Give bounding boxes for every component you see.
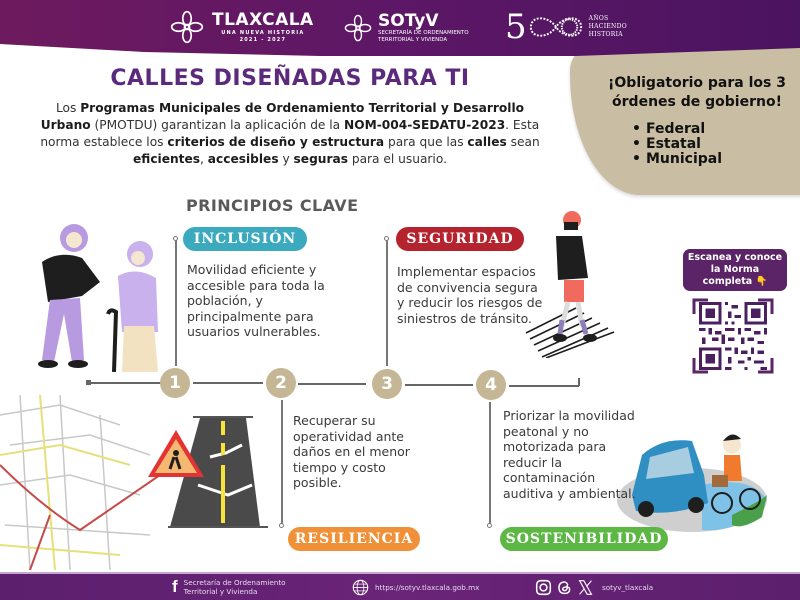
car-bicycle-illustration [617, 434, 767, 532]
connector-line-3 [386, 239, 388, 366]
anniversary-number: 5 [505, 7, 527, 47]
intro-text: . Esta norma establece los [40, 118, 540, 149]
connector-dot [487, 523, 492, 528]
qr-code-icon[interactable] [699, 302, 767, 370]
qr-callout: Escanea y conoce la Norma completa 👇 [683, 249, 787, 291]
list-item-estatal: Estatal [632, 137, 722, 152]
connector-line-2 [281, 400, 283, 526]
page-title: CALLES DISEÑADAS PARA TI [110, 66, 470, 91]
flower-emblem-icon [170, 10, 204, 44]
timeline-segment [193, 382, 263, 384]
footer-facebook[interactable]: f Secretaría de Ordenamiento Territorial… [172, 574, 286, 600]
anniversary-line1: AÑOS [588, 15, 609, 22]
facebook-line1: Secretaría de Ordenamiento [183, 578, 286, 587]
timeline-segment [90, 382, 162, 384]
flower-emblem-icon [344, 14, 372, 42]
principle-pill-sostenibilidad: SOSTENIBILIDAD [500, 527, 668, 551]
timeline-node-1: 1 [160, 368, 190, 398]
intro-paragraph: Los Programas Municipales de Ordenamient… [40, 100, 540, 168]
facebook-icon[interactable]: f [172, 577, 178, 596]
sotyv-line1: SECRETARÍA DE ORDENAMIENTO [378, 30, 469, 36]
timeline-end-marker [578, 378, 580, 386]
qr-frame [692, 298, 774, 374]
website-url[interactable]: https://sotyv.tlaxcala.gob.mx [375, 582, 480, 592]
principle-description-inclusion: Movilidad eficiente y accesible para tod… [187, 262, 325, 339]
timeline-node-2: 2 [266, 368, 296, 398]
instagram-icon[interactable] [535, 579, 552, 596]
footer-website[interactable]: https://sotyv.tlaxcala.gob.mx [352, 574, 479, 600]
sotyv-name: SOTyV [378, 11, 439, 31]
tlaxcala-logo: TLAXCALA UNA NUEVA HISTORIA 2021 - 2027 [170, 10, 314, 44]
facebook-line2: Territorial y Vivienda [183, 587, 258, 596]
sotyv-logo: SOTyV SECRETARÍA DE ORDENAMIENTO TERRITO… [344, 12, 469, 44]
connector-dot [384, 236, 389, 241]
tlaxcala-tagline: UNA NUEVA HISTORIA [221, 30, 305, 36]
timeline-node-3: 3 [372, 369, 402, 399]
anniversary-line2: HACIENDO [588, 23, 627, 30]
connector-dot [173, 236, 178, 241]
intro-text: para el usuario. [347, 152, 447, 166]
principle-pill-seguridad: SEGURIDAD [396, 227, 524, 251]
principle-pill-resiliencia: RESILIENCIA [288, 527, 420, 551]
tlaxcala-name: TLAXCALA [212, 10, 314, 30]
anniversary-logo: 5 AÑOS HACIENDO HISTORIA [505, 10, 627, 44]
principle-description-sostenibilidad: Priorizar la movilidad peatonal y no mot… [503, 408, 636, 501]
mandatory-title: ¡Obligatorio para los 3 órdenes de gobie… [608, 75, 786, 110]
intro-bold: accesibles [207, 152, 279, 166]
connector-line-1 [175, 239, 177, 366]
city-map-illustration [0, 395, 161, 570]
intro-text: , [200, 152, 208, 166]
infinity-icon [529, 17, 582, 37]
timeline-segment [509, 385, 579, 387]
anniversary-line3: HISTORIA [588, 31, 623, 38]
connector-line-4 [489, 402, 491, 526]
footer-bar: f Secretaría de Ordenamiento Territorial… [0, 572, 800, 600]
principle-description-seguridad: Implementar espacios de convivencia segu… [397, 264, 543, 326]
principle-pill-inclusion: INCLUSIÓN [183, 227, 307, 251]
x-icon[interactable] [577, 579, 594, 596]
intro-text: y [278, 152, 294, 166]
intro-bold: calles [467, 135, 507, 149]
intro-bold: Programas Municipales de Ordenamiento Te… [40, 101, 525, 132]
inclusion-people-illustration [38, 224, 158, 372]
connector-dot [279, 523, 284, 528]
intro-bold: NOM-004-SEDATU-2023 [344, 118, 506, 132]
timeline-start-marker [86, 380, 91, 385]
section-title: PRINCIPIOS CLAVE [186, 196, 359, 215]
threads-icon[interactable] [556, 579, 573, 596]
intro-bold: eficientes [133, 152, 201, 166]
intro-text: para que las [384, 135, 468, 149]
mandatory-panel: ¡Obligatorio para los 3 órdenes de gobie… [570, 40, 800, 195]
principle-description-resiliencia: Recuperar su operatividad ante daños en … [293, 413, 410, 490]
timeline-segment [405, 384, 473, 386]
timeline-segment [298, 383, 366, 385]
intro-bold: seguras [293, 152, 348, 166]
damaged-road-illustration [148, 416, 268, 528]
government-levels-list: Federal Estatal Municipal [632, 122, 722, 167]
intro-bold: criterios de diseño y estructura [167, 135, 385, 149]
sotyv-line2: TERRITORIAL Y VIVIENDA [378, 37, 448, 43]
tlaxcala-period: 2021 - 2027 [239, 37, 287, 43]
timeline-node-4: 4 [476, 370, 506, 400]
list-item-municipal: Municipal [632, 152, 722, 167]
pedestrian-crosswalk-illustration [525, 211, 615, 358]
footer-social: sotyv_tlaxcala [535, 574, 653, 600]
intro-text: sean [506, 135, 540, 149]
social-handle[interactable]: sotyv_tlaxcala [602, 582, 654, 592]
intro-text: (PMOTDU) garantizan la aplicación de la [90, 118, 345, 132]
list-item-federal: Federal [632, 122, 722, 137]
globe-icon [352, 579, 369, 595]
header-banner: TLAXCALA UNA NUEVA HISTORIA 2021 - 2027 … [0, 0, 800, 56]
intro-text: Los [55, 101, 81, 115]
